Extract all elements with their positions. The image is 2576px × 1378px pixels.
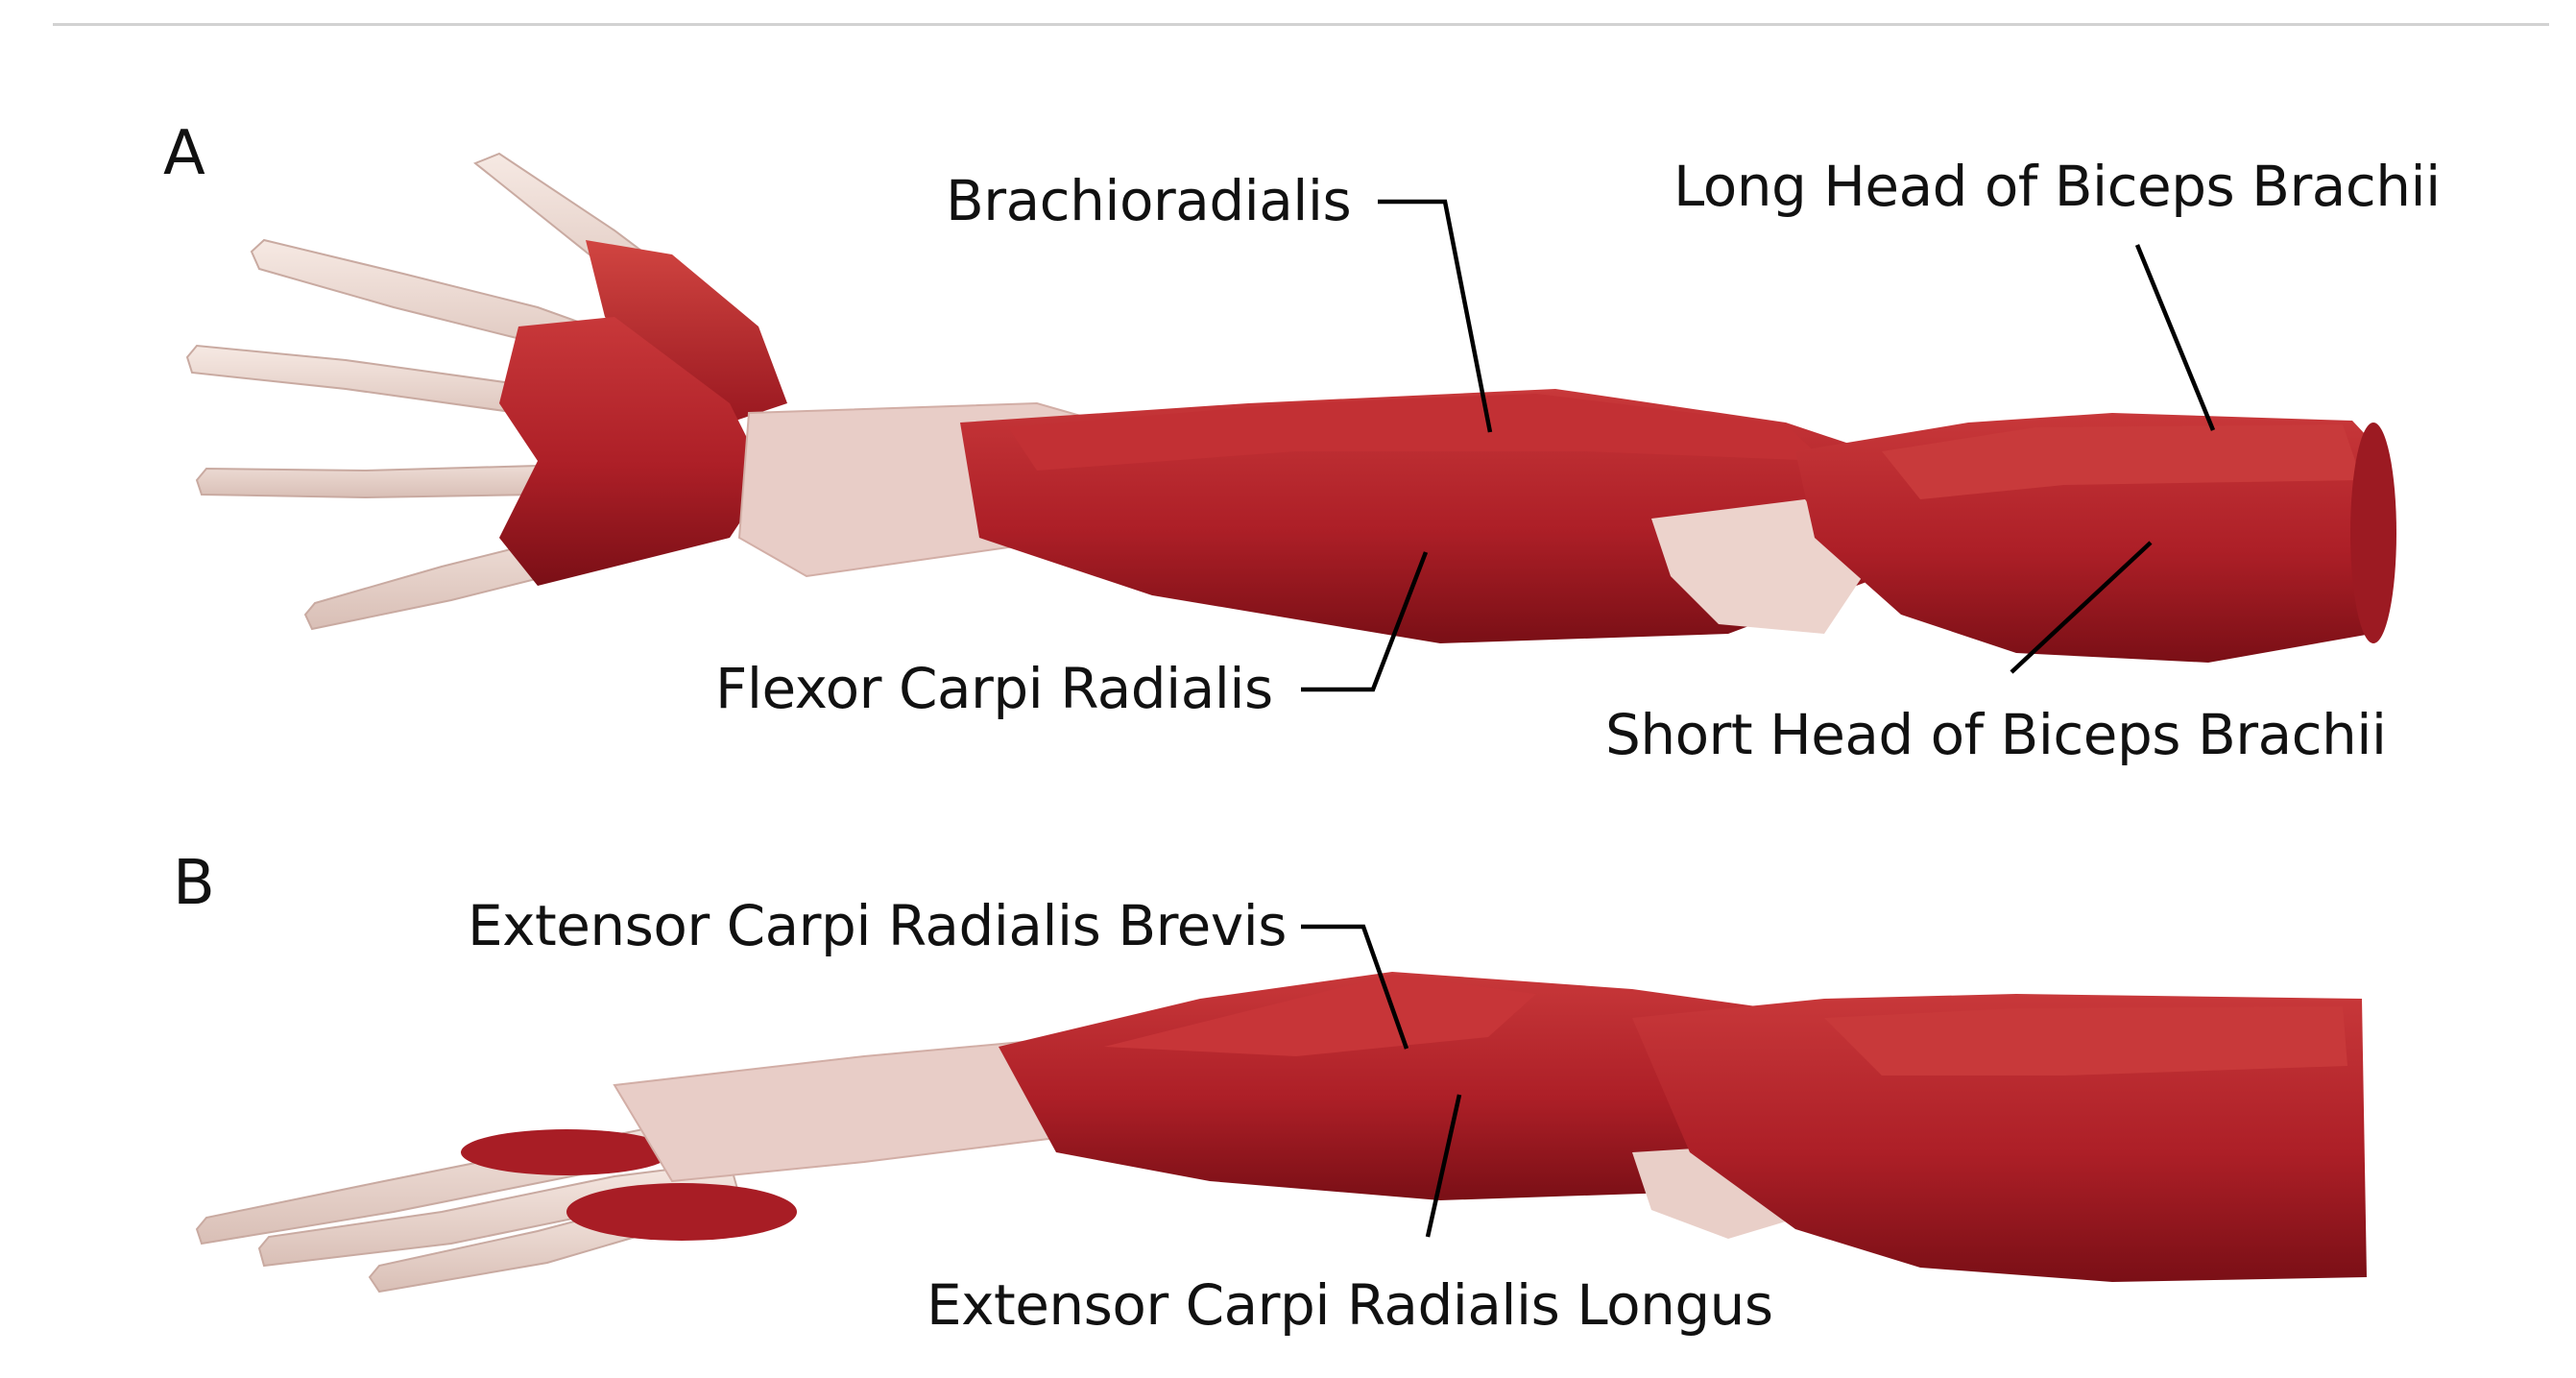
hand-muscle-posterior: [461, 1129, 672, 1175]
arm-anterior-view: [185, 152, 2396, 663]
label-brachioradialis: Brachioradialis: [946, 168, 1352, 233]
label-flexor-carpi-radialis: Flexor Carpi Radialis: [715, 656, 1273, 721]
panel-label-a: A: [163, 118, 205, 189]
thumb-muscle-posterior: [566, 1183, 797, 1241]
label-short-head-biceps: Short Head of Biceps Brachii: [1605, 702, 2387, 767]
panel-label-b: B: [173, 848, 215, 919]
label-ecr-longus: Extensor Carpi Radialis Longus: [927, 1272, 1773, 1338]
ecr-brevis-muscle: [1104, 975, 1536, 1056]
palm-muscles: [499, 317, 768, 586]
long-head-biceps-muscle: [1882, 424, 2362, 499]
leader-ecr-brevis: [1301, 924, 1409, 1050]
leader-short-head-biceps: [2010, 541, 2153, 674]
leader-long-head-biceps: [2134, 244, 2216, 431]
top-divider: [53, 23, 2549, 26]
leader-flexor-carpi-radialis: [1301, 551, 1429, 692]
thenar-muscles: [586, 240, 787, 423]
leader-brachioradialis: [1378, 199, 1493, 433]
leader-ecr-longus: [1425, 1094, 1462, 1238]
elbow-tendon: [1651, 499, 1863, 634]
arm-posterior-view: [195, 972, 2367, 1293]
label-ecr-brevis: Extensor Carpi Radialis Brevis: [468, 893, 1288, 958]
triceps-highlight: [1824, 1006, 2347, 1076]
brachioradialis-muscle: [1008, 394, 1824, 471]
label-long-head-biceps: Long Head of Biceps Brachii: [1673, 154, 2441, 219]
upper-arm-cut-end: [2350, 423, 2396, 643]
